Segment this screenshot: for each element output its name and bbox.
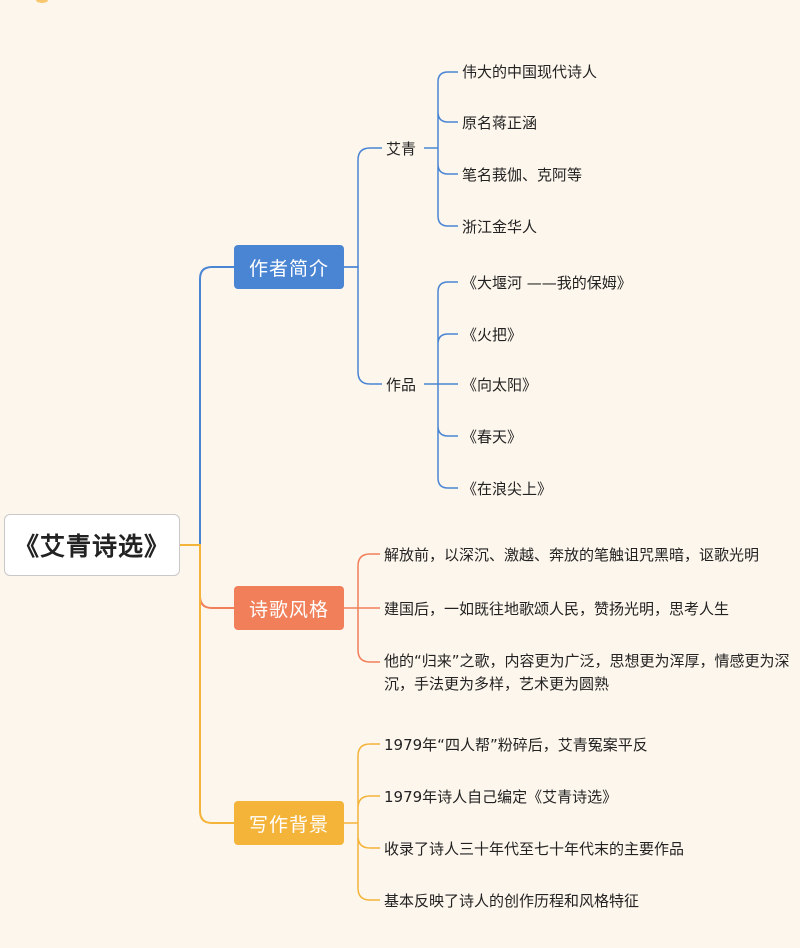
background-item: 1979年诗人自己编定《艾青诗选》	[384, 788, 618, 806]
connector-style-items	[344, 553, 380, 663]
style-item: 解放前，以深沉、激越、奔放的笔触诅咒黑暗，讴歌光明	[384, 546, 760, 564]
works-item: 《在浪尖上》	[462, 480, 553, 498]
connector-root-to-author	[180, 266, 234, 546]
background-item: 收录了诗人三十年代至七十年代末的主要作品	[384, 840, 685, 858]
aiqing-item: 伟大的中国现代诗人	[462, 63, 598, 81]
works-item: 《火把》	[462, 326, 523, 344]
connector-works-items	[424, 281, 458, 489]
style-item: 建国后，一如既往地歌颂人民，赞扬光明，思考人生	[384, 600, 730, 618]
aiqing-item: 原名蒋正涵	[462, 114, 538, 132]
background-item: 1979年“四人帮”粉碎后，艾青冤案平反	[384, 736, 648, 754]
connector-root-to-background	[180, 544, 234, 824]
root-node: 《艾青诗选》	[4, 514, 180, 576]
group-works: 作品	[386, 376, 417, 394]
connector-aiqing-items	[424, 71, 458, 227]
connector-author-to-works	[344, 266, 382, 385]
works-item: 《大堰河 ——我的保姆》	[462, 274, 632, 292]
aiqing-item: 笔名莪伽、克阿等	[462, 166, 583, 184]
works-item: 《春天》	[462, 428, 523, 446]
background-item: 基本反映了诗人的创作历程和风格特征	[384, 892, 640, 910]
branch-poetry-style: 诗歌风格	[234, 586, 344, 630]
works-item: 《向太阳》	[462, 376, 538, 394]
branch-writing-background: 写作背景	[234, 801, 344, 845]
aiqing-item: 浙江金华人	[462, 218, 538, 236]
branch-author-intro: 作者简介	[234, 245, 344, 289]
connector-root-to-style	[180, 544, 234, 609]
group-aiqing: 艾青	[386, 140, 417, 158]
connector-background-items	[344, 743, 380, 901]
style-item: 他的“归来”之歌，内容更为广泛，思想更为浑厚，情感更为深沉，手法更为多样，艺术更…	[384, 652, 790, 693]
top-edge-dot-decoration	[36, 0, 48, 3]
connector-author-to-aiqing	[344, 147, 382, 268]
